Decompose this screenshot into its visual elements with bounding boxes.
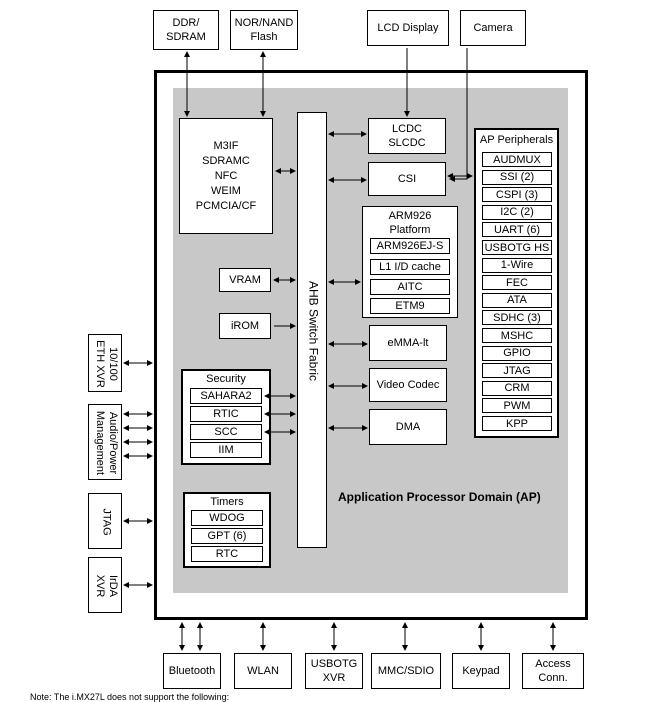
peripheral-item: I2C (2) (482, 204, 552, 220)
dma-label: DMA (395, 421, 421, 433)
gpt-label: GPT (6) (207, 530, 247, 542)
rtc-label: RTC (215, 548, 239, 560)
peripheral-item: USBOTG HS (482, 240, 552, 255)
rtic-box: RTIC (190, 406, 262, 422)
mmc-sdio-box: MMC/SDIO (371, 653, 441, 689)
m3if-label: M3IF (213, 139, 239, 152)
wdog-label: WDOG (209, 512, 245, 524)
peripheral-item: GPIO (482, 345, 552, 361)
nor-nand-flash-box: NOR/NAND Flash (230, 10, 298, 50)
access-label-line2: Conn. (538, 672, 568, 684)
access-label-line1: Access (535, 658, 571, 670)
peripheral-item: ATA (482, 292, 552, 308)
access-conn-box: Access Conn. (522, 653, 584, 689)
sahara2-box: SAHARA2 (190, 388, 262, 404)
aitc-box: AITC (370, 279, 450, 295)
ap-domain-label: Application Processor Domain (AP) (338, 490, 541, 504)
arm926-title: ARM926 Platform (389, 209, 432, 237)
slcdc-label: SLCDC (388, 137, 426, 149)
peripheral-item: SSI (2) (482, 169, 552, 185)
gpt-box: GPT (6) (191, 528, 263, 544)
peripheral-item: KPP (482, 416, 552, 431)
irom-label: iROM (230, 320, 260, 332)
rtic-label: RTIC (213, 408, 239, 420)
scc-label: SCC (214, 426, 238, 438)
usbotg-xvr-box: USBOTG XVR (305, 653, 363, 689)
arm926ejs-label: ARM926EJ-S (376, 240, 444, 252)
pcmcia-label: PCMCIA/CF (195, 199, 257, 212)
usbotg-label-line1: USBOTG (310, 658, 358, 670)
wlan-label: WLAN (247, 665, 279, 677)
wlan-box: WLAN (234, 653, 292, 689)
sdramc-label: SDRAMC (202, 154, 250, 167)
peripheral-item: UART (6) (482, 222, 552, 238)
vram-box: VRAM (219, 268, 271, 292)
keypad-label: Keypad (462, 665, 500, 677)
ddr-sdram-box: DDR/ SDRAM (153, 10, 219, 50)
footnote-text: Note: The i.MX27L does not support the f… (30, 692, 230, 702)
eth-xvr-box: 10/100 ETH XVR (88, 334, 122, 392)
scc-box: SCC (190, 424, 262, 440)
bluetooth-box: Bluetooth (163, 653, 221, 689)
iim-box: IIM (190, 442, 262, 458)
weim-label: WEIM (211, 184, 241, 197)
iim-label: IIM (218, 444, 234, 456)
bluetooth-label: Bluetooth (168, 665, 216, 677)
peripheral-item: SDHC (3) (482, 310, 552, 326)
l1-cache-label: L1 I/D cache (379, 261, 441, 273)
csi-label: CSI (397, 173, 417, 185)
nor-label-line2: Flash (250, 31, 278, 43)
aitc-label: AITC (397, 281, 423, 293)
emma-label: eMMA-lt (387, 337, 429, 349)
lcd-display-label: LCD Display (377, 22, 439, 34)
peripheral-item: JTAG (482, 363, 552, 379)
ahb-switch-fabric-box: AHB Switch Fabric (297, 112, 327, 548)
camera-label: Camera (473, 22, 513, 34)
etm9-box: ETM9 (370, 298, 450, 314)
peripheral-item: FEC (482, 275, 552, 291)
emma-lt-box: eMMA-lt (369, 325, 447, 361)
peripheral-item: CRM (482, 380, 552, 396)
wdog-box: WDOG (191, 510, 263, 526)
camera-link (449, 48, 468, 182)
lcdc-box: LCDC SLCDC (368, 118, 446, 154)
csi-box: CSI (368, 162, 446, 196)
video-codec-box: Video Codec (369, 368, 447, 402)
ddr-label-line1: DDR/ (172, 17, 200, 29)
ddr-label-line2: SDRAM (166, 31, 206, 43)
l1-cache-box: L1 I/D cache (370, 259, 450, 275)
lcdc-label: LCDC (392, 123, 422, 135)
irom-box: iROM (219, 313, 271, 339)
peripheral-item: PWM (482, 398, 552, 414)
timers-title: Timers (210, 496, 244, 508)
ap-peripherals-title: AP Peripherals (479, 134, 554, 146)
peripheral-item: MSHC (482, 328, 552, 343)
nor-label-line1: NOR/NAND (234, 17, 294, 29)
arm926ejs-box: ARM926EJ-S (370, 238, 450, 254)
peripheral-item: CSPI (3) (482, 187, 552, 203)
arm926-title-line2: Platform (389, 224, 431, 236)
irda-xvr-box: IrDA XVR (88, 557, 122, 613)
usbotg-label-line2: XVR (322, 672, 346, 684)
peripheral-item: AUDMUX (482, 152, 552, 167)
arm926-title-line1: ARM926 (388, 210, 432, 222)
video-codec-label: Video Codec (376, 379, 440, 391)
mmc-sdio-label: MMC/SDIO (377, 665, 435, 677)
camera-box: Camera (460, 10, 526, 46)
lcd-display-box: LCD Display (367, 10, 449, 46)
sahara2-label: SAHARA2 (200, 390, 252, 402)
vram-label: VRAM (229, 274, 261, 286)
jtag-external-box: JTAG (88, 493, 122, 549)
peripheral-item: 1-Wire (482, 257, 552, 273)
m3if-box: M3IF SDRAMC NFC WEIM PCMCIA/CF (179, 118, 273, 234)
keypad-box: Keypad (452, 653, 510, 689)
audio-power-management-box: Audio/Power Management (88, 404, 122, 480)
security-title: Security (206, 373, 246, 385)
dma-box: DMA (369, 409, 447, 445)
rtc-box: RTC (191, 546, 263, 562)
nfc-label: NFC (214, 169, 238, 182)
etm9-label: ETM9 (395, 300, 425, 312)
